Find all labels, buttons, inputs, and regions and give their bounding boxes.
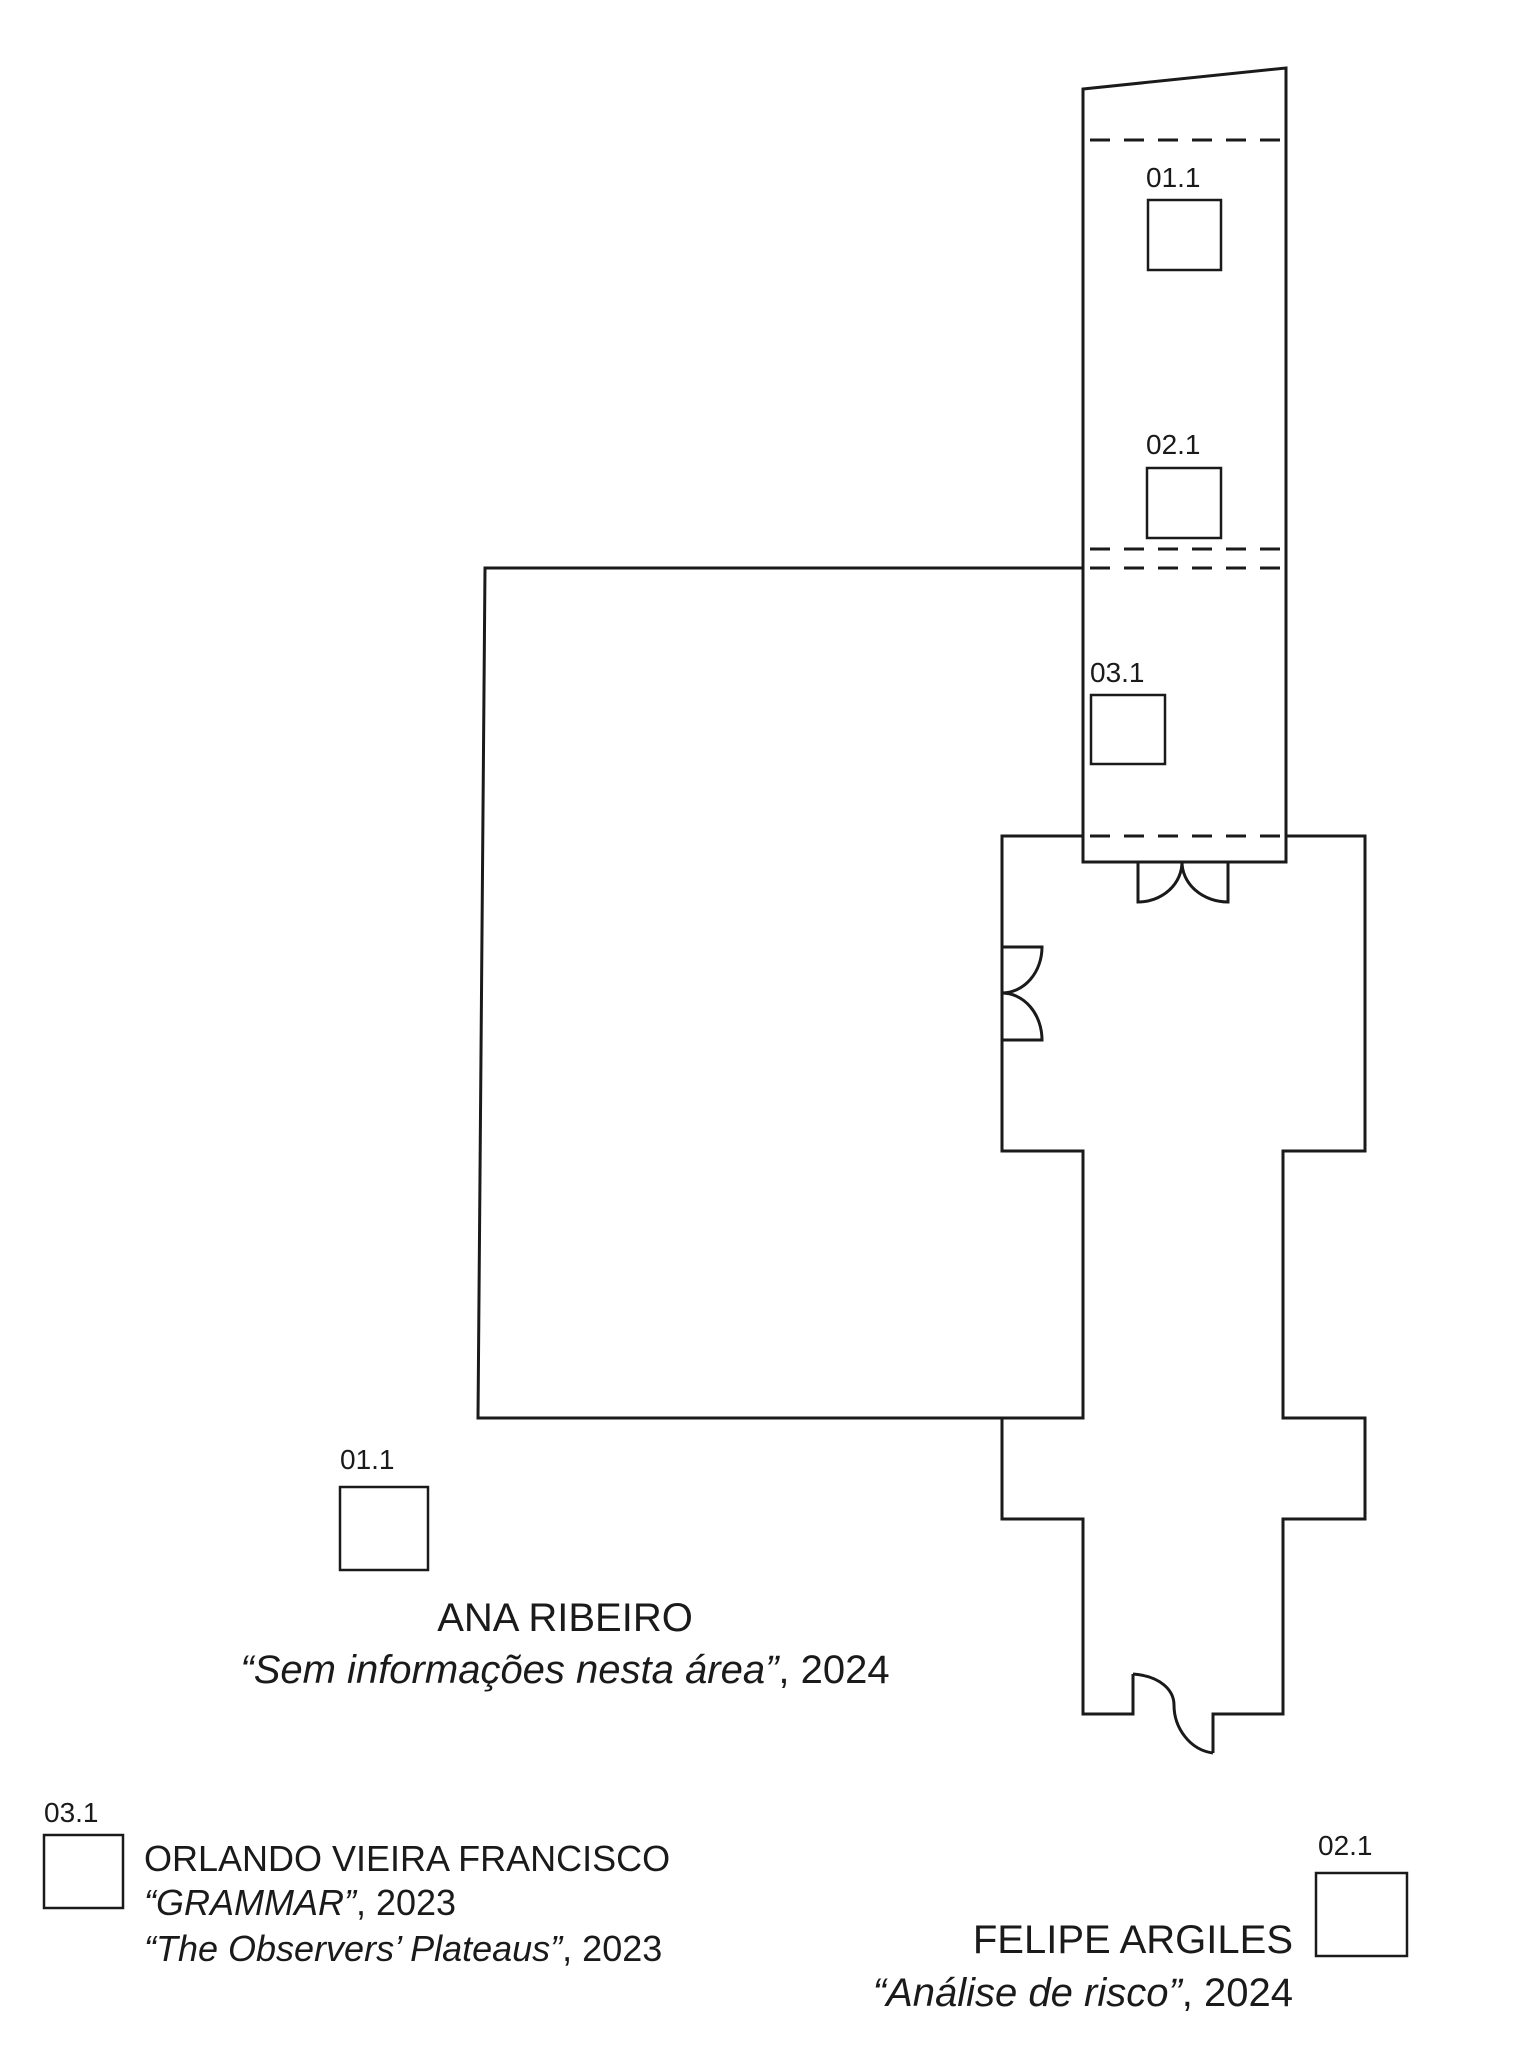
legend-code: 02.1 <box>1318 1830 1373 1861</box>
bottom-door <box>1132 1672 1214 1755</box>
artwork-label: 01.1 <box>1146 162 1201 193</box>
work-title: “The Observers’ Plateaus” <box>144 1928 563 1969</box>
work-year: , 2023 <box>355 1882 457 1923</box>
work-title: “GRAMMAR” <box>144 1882 356 1923</box>
main-room-wall <box>476 566 1083 1420</box>
artwork-label: 02.1 <box>1146 429 1201 460</box>
work-title: “Sem informações nesta área” <box>240 1648 779 1692</box>
work-year: , 2023 <box>562 1928 663 1969</box>
legend-code: 03.1 <box>44 1797 99 1828</box>
hall-wall <box>1000 834 1135 1716</box>
artwork-ana: “Sem informações nesta área”, 2024 <box>0 1650 1130 1690</box>
artist-name-orlando: ORLANDO VIEIRA FRANCISCO <box>144 1838 671 1879</box>
work-title: “Análise de risco” <box>872 1971 1182 2015</box>
work-year: , 2024 <box>778 1648 890 1692</box>
hall-wall <box>1211 834 1367 1753</box>
artwork-marker-03[interactable] <box>1089 693 1167 766</box>
artist-name-felipe: FELIPE ARGILES <box>972 1918 1293 1962</box>
artwork-felipe: “Análise de risco”, 2024 <box>873 1973 1293 2013</box>
artwork-marker-02[interactable] <box>1145 466 1223 540</box>
corridor-wall <box>1081 66 1288 864</box>
double-door-left <box>1001 945 1044 1042</box>
artwork-orlando-2: “The Observers’ Plateaus”, 2023 <box>144 1931 662 1967</box>
artwork-label: 03.1 <box>1090 657 1145 688</box>
artist-name-ana: ANA RIBEIRO <box>437 1596 693 1640</box>
legend-code: 01.1 <box>340 1444 395 1475</box>
double-door-top <box>1136 861 1230 904</box>
artwork-marker-01[interactable] <box>1146 198 1223 272</box>
artwork-orlando-1: “GRAMMAR”, 2023 <box>144 1885 456 1921</box>
legend-box-ana <box>338 1485 430 1572</box>
legend-box-orlando <box>42 1833 125 1910</box>
work-year: , 2024 <box>1181 1971 1293 2015</box>
legend-box-felipe <box>1314 1871 1409 1958</box>
